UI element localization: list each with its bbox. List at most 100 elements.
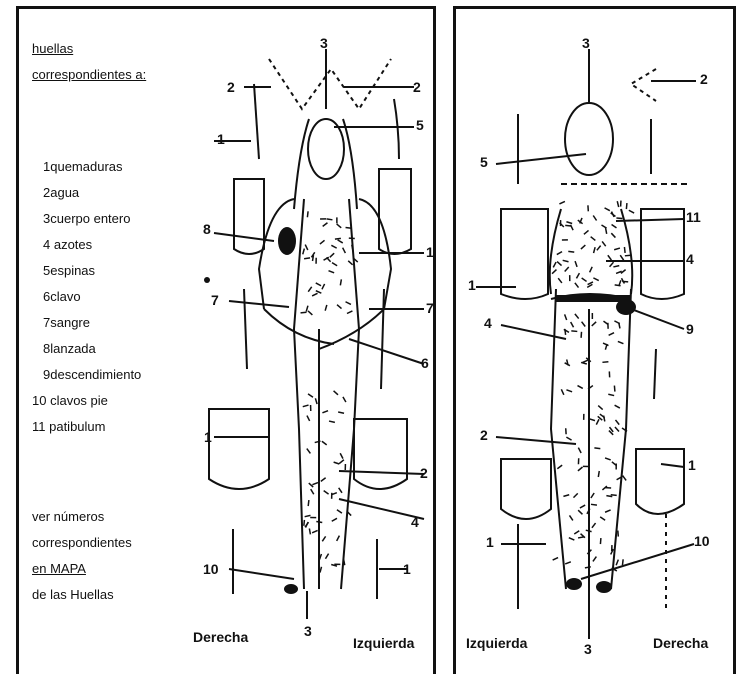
scourge-mark [337, 305, 342, 309]
front-view-panel: huellas correspondientes a: 1quemaduras … [16, 6, 436, 674]
scourge-mark [323, 223, 328, 227]
front-foot-wound [284, 584, 298, 594]
scourge-mark [322, 441, 327, 445]
scourge-mark [591, 504, 597, 505]
front-hair-left [294, 119, 309, 209]
scourge-mark [623, 476, 627, 481]
front-lance-wound [278, 227, 296, 255]
scourge-mark [575, 314, 579, 319]
scourge-mark [624, 247, 625, 253]
back-marker: 3 [584, 641, 592, 657]
back-marker: 1 [468, 277, 476, 293]
front-figure-drawing [19, 9, 433, 677]
scourge-mark [303, 249, 305, 255]
scourge-mark [578, 510, 582, 514]
scourge-mark [573, 493, 577, 497]
scourge-mark [322, 284, 325, 289]
scourge-mark [604, 416, 605, 422]
scourge-mark [335, 238, 341, 239]
front-stain-2 [254, 84, 259, 159]
scourge-mark [307, 211, 308, 217]
scourge-mark [580, 505, 585, 508]
back-marker: 3 [582, 35, 590, 51]
scourge-mark [615, 405, 620, 408]
scourge-mark [581, 245, 585, 249]
back-foot-wound-b [596, 581, 612, 593]
scourge-mark [614, 248, 620, 250]
scourge-mark [557, 252, 562, 255]
scourge-mark [566, 222, 572, 224]
scourge-mark [321, 478, 326, 482]
scourge-mark [571, 331, 577, 332]
back-figure-drawing [456, 9, 733, 677]
scourge-mark [320, 240, 325, 244]
scourge-mark [322, 536, 325, 541]
scourge-mark [557, 465, 562, 469]
scourge-mark [612, 224, 617, 227]
scourge-mark [330, 253, 334, 257]
scourge-mark [620, 255, 623, 260]
scourge-mark [558, 278, 562, 283]
scourge-mark [311, 489, 314, 494]
scourge-mark [304, 520, 305, 526]
scourge-mark [309, 529, 310, 535]
front-marker: 2 [420, 465, 428, 481]
scourge-mark [586, 530, 592, 531]
front-hair-right [343, 119, 357, 209]
scourge-mark [578, 467, 583, 471]
back-body-left [551, 289, 566, 589]
front-frag-right-bottom [354, 419, 407, 489]
scourge-mark [609, 333, 614, 336]
scourge-mark [576, 273, 579, 278]
scourge-mark [324, 491, 329, 494]
back-head [565, 103, 613, 175]
scourge-mark [565, 267, 569, 271]
scourge-mark [571, 225, 574, 230]
scourge-mark [331, 245, 336, 248]
front-marker: 10 [203, 561, 219, 577]
front-stain-7-right [244, 289, 247, 369]
scourge-mark [582, 322, 586, 327]
front-right-label: Derecha [193, 629, 248, 645]
scourge-mark [347, 311, 352, 314]
scourge-mark [582, 278, 587, 281]
scourge-mark [606, 496, 612, 497]
scourge-mark [565, 329, 566, 335]
back-water-dash [631, 69, 656, 101]
scourge-mark [329, 271, 335, 273]
scourge-mark [338, 412, 344, 413]
scourge-mark [571, 322, 574, 327]
scourge-mark [594, 247, 596, 253]
front-marker: 2 [413, 79, 421, 95]
scourge-mark [578, 537, 584, 538]
scourge-mark [594, 448, 600, 449]
front-marker: 1 [217, 131, 225, 147]
back-marker: 2 [480, 427, 488, 443]
scourge-mark [346, 302, 351, 305]
scourge-mark [320, 567, 321, 573]
scourge-mark [325, 305, 327, 311]
scourge-mark [343, 397, 346, 402]
scourge-mark [305, 515, 311, 516]
back-marker: 4 [686, 251, 694, 267]
scourge-mark [343, 248, 346, 253]
back-marker: 10 [694, 533, 710, 549]
scourge-mark [581, 362, 587, 364]
scourge-mark [611, 233, 615, 237]
scourge-mark [303, 405, 309, 407]
back-arm-left [550, 209, 561, 294]
back-marker: 1 [486, 534, 494, 550]
scourge-mark [625, 255, 631, 256]
scourge-mark [308, 394, 313, 397]
scourge-mark [308, 287, 311, 292]
scourge-mark [602, 241, 606, 246]
scourge-mark [338, 240, 343, 243]
scourge-mark [339, 460, 344, 464]
scourge-mark [608, 255, 612, 260]
scourge-mark [568, 251, 574, 252]
front-hands-a [264, 309, 334, 344]
scourge-mark [304, 258, 310, 259]
scourge-mark [626, 203, 627, 209]
scourge-mark [615, 420, 619, 425]
back-marker: 11 [686, 209, 701, 225]
